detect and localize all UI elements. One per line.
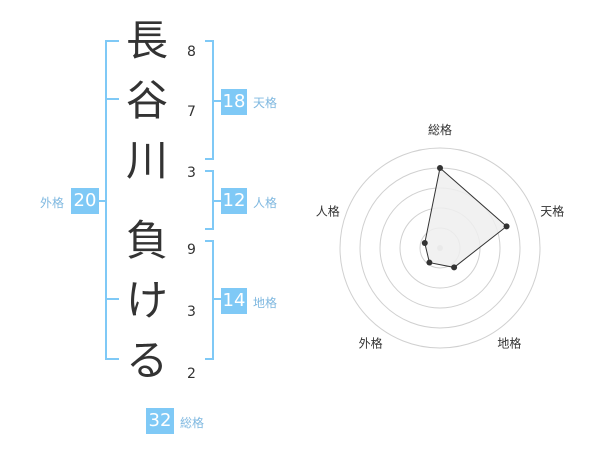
tenkaku-bracket [205,40,214,160]
stroke-count-6: 2 [187,366,196,382]
chikaku-value: 14 [221,288,247,314]
soukaku-label: 総格 [180,416,205,430]
name-char-4: 負 [125,216,168,265]
radar-axis-label-4: 外格 [359,335,383,350]
name-char-2: 谷 [125,76,168,125]
radar-point-2 [503,223,510,230]
radar-ring-5 [339,147,541,349]
radar-axis-label-5: 人格 [316,204,340,219]
name-char-6: る [125,336,168,385]
stroke-count-3: 3 [187,165,196,181]
soukaku-value: 32 [146,408,174,434]
radar-axis-label-2: 天格 [540,204,564,219]
radar-point-4 [426,259,433,266]
radar-axis-label-3: 地格 [497,335,521,350]
name-char-3: 川 [125,136,168,185]
stroke-count-1: 8 [187,44,196,60]
jinkaku-label: 人格 [253,196,278,210]
gaikaku-value: 20 [71,188,99,214]
radar-point-1 [437,165,443,171]
chikaku-bracket [205,240,214,360]
jinkaku-value: 12 [221,188,247,214]
chikaku-label: 地格 [253,296,278,310]
tenkaku-label: 天格 [253,96,278,110]
radar-axis-label-1: 総格 [428,122,452,137]
stroke-count-2: 7 [187,104,196,120]
name-char-5: け [125,276,168,325]
outer-bracket [105,40,119,360]
name-char-1: 長 [125,16,168,65]
stroke-count-5: 3 [187,304,196,320]
radar-point-3 [451,264,458,271]
jinkaku-bracket [205,170,214,230]
tenkaku-value: 18 [221,89,247,115]
gaikaku-label: 外格 [40,196,65,210]
radar-polygon [424,167,508,268]
radar-point-5 [421,240,428,247]
stroke-count-4: 9 [187,242,196,258]
